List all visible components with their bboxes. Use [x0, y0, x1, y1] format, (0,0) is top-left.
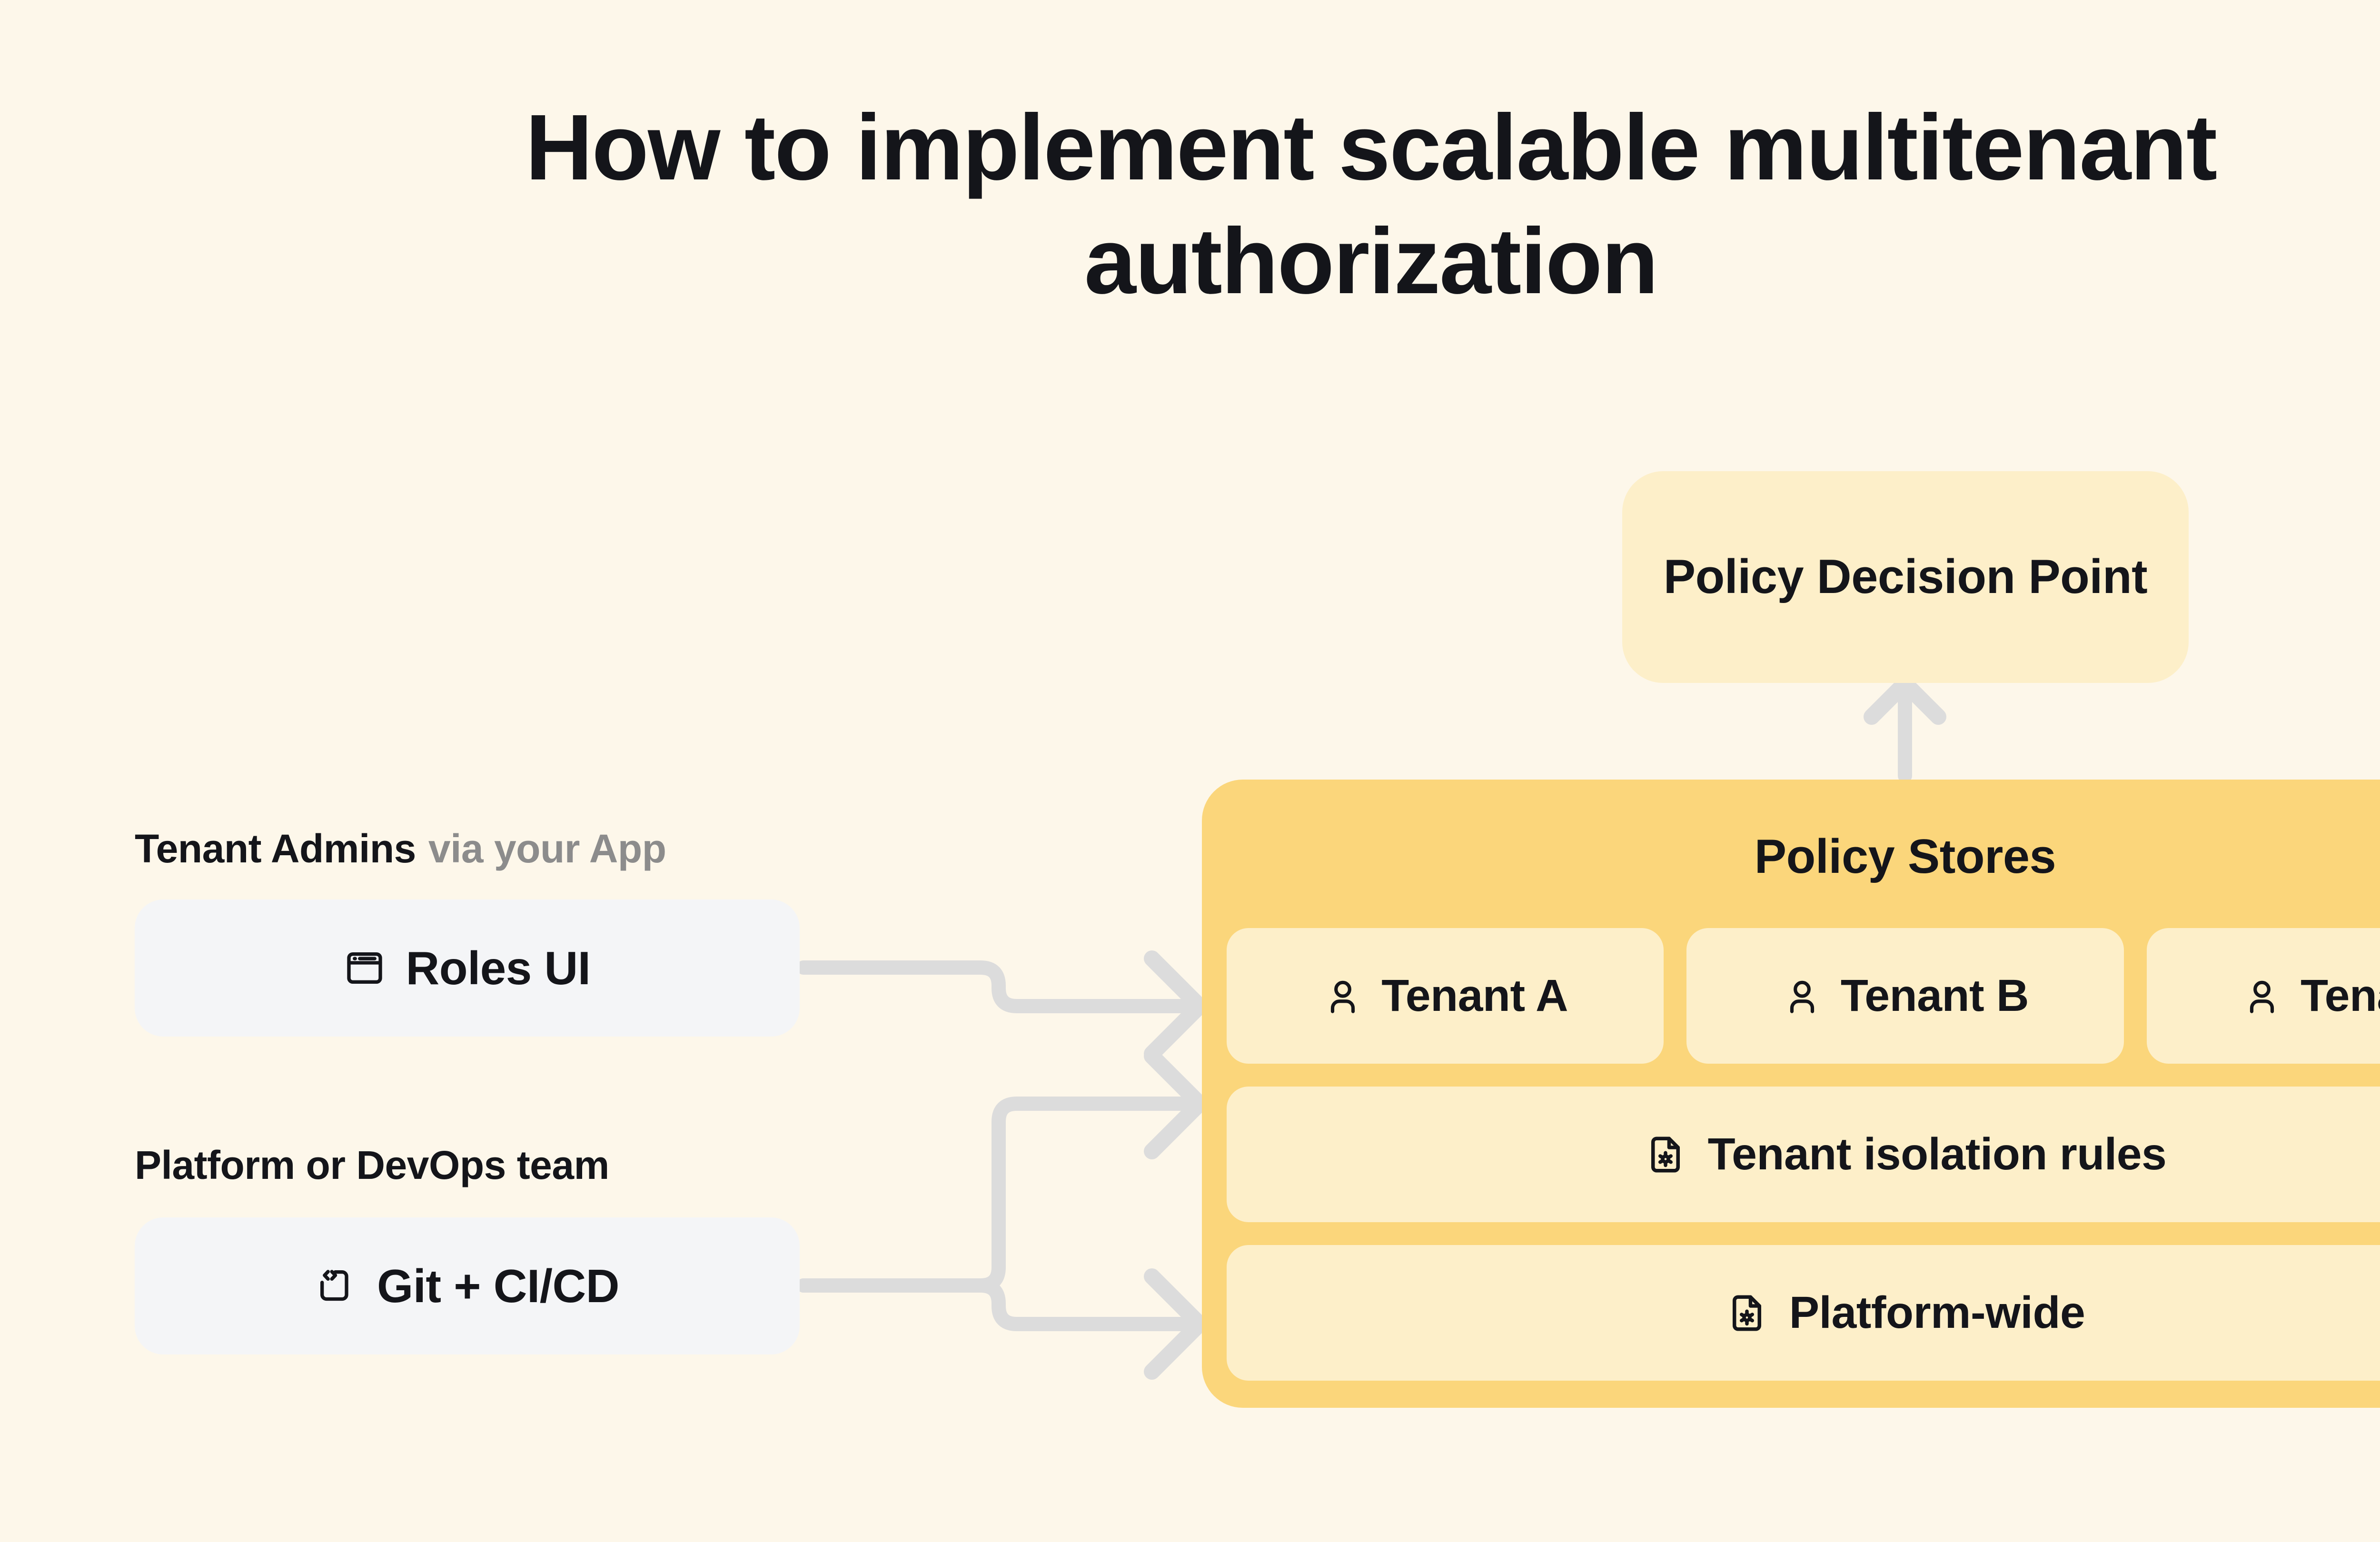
tenant-isolation-rules-label: Tenant isolation rules	[1707, 1129, 2167, 1179]
user-icon	[1790, 980, 1814, 1013]
policy-stores-panel[interactable]: Policy Stores Tenant A Tenant B	[1202, 780, 2380, 1408]
tenant-admins-label-muted: via your App	[428, 826, 666, 871]
policy-stores-title: Policy Stores	[1754, 830, 2056, 883]
page-title: How to implement scalable multitenant au…	[0, 90, 2380, 318]
git-cicd-box[interactable]: Git + CI/CD	[135, 1217, 800, 1354]
arrowhead-isolation	[1144, 1048, 1208, 1159]
roles-ui-box[interactable]: Roles UI	[135, 900, 800, 1037]
platform-wide-label: Platform-wide	[1789, 1287, 2085, 1338]
title-line-2: authorization	[1084, 209, 1658, 314]
tenant-card-b-label: Tenant B	[1840, 970, 2029, 1021]
arrowhead-platform	[1144, 1268, 1208, 1380]
platform-team-label-main: Platform or DevOps team	[135, 1143, 609, 1187]
tenant-card-a[interactable]: Tenant A	[1227, 928, 1664, 1064]
tenant-card-c[interactable]: Tenant C	[2146, 928, 2380, 1064]
file-gear-icon	[1732, 1295, 1761, 1331]
tenant-card-c-label: Tenant C	[2301, 970, 2380, 1021]
policy-decision-point-box[interactable]: Policy Decision Point	[1622, 471, 2189, 683]
connector-git-to-isolation	[796, 1097, 1207, 1293]
platform-team-group-label: Platform or DevOps team	[135, 1142, 609, 1188]
user-icon	[1331, 980, 1355, 1013]
tenant-card-a-label: Tenant A	[1381, 970, 1568, 1021]
arrowhead-pdp	[1864, 675, 1946, 725]
app-window-icon	[347, 952, 383, 984]
roles-ui-label: Roles UI	[406, 941, 591, 994]
connector-git-to-platform	[796, 1278, 1207, 1331]
platform-wide-card[interactable]: Platform-wide	[1227, 1245, 2380, 1381]
tenant-admins-group-label: Tenant Admins via your App	[135, 826, 666, 872]
tenant-admins-label-main: Tenant Admins	[135, 826, 416, 871]
tenant-isolation-rules-card[interactable]: Tenant isolation rules	[1227, 1087, 2380, 1222]
code-brackets-icon	[320, 1270, 348, 1301]
user-icon	[2250, 980, 2274, 1013]
connector-roles-ui-to-tenants	[796, 960, 1207, 1013]
policy-decision-point-label: Policy Decision Point	[1663, 550, 2148, 603]
tenant-cards-row: Tenant A Tenant B Tenant C	[1227, 928, 2380, 1064]
arrowhead-roles-ui	[1144, 950, 1208, 1062]
tenant-card-b[interactable]: Tenant B	[1686, 928, 2124, 1064]
file-gear-icon	[1651, 1137, 1680, 1172]
git-cicd-label: Git + CI/CD	[377, 1259, 620, 1312]
title-line-1: How to implement scalable multitenant	[525, 95, 2218, 199]
